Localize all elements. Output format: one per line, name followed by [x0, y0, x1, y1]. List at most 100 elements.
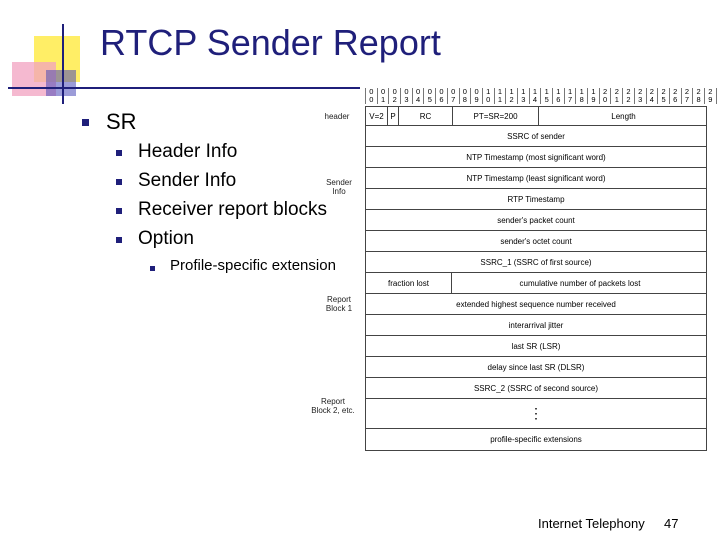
bit-tens: 2 [673, 87, 678, 96]
title-rule [98, 87, 360, 89]
packet-field-label: delay since last SR (DLSR) [487, 362, 585, 372]
packet-field-row: sender's packet count [365, 210, 707, 231]
packet-field-row: interarrival jitter [365, 315, 707, 336]
bit-tens: 1 [556, 87, 561, 96]
pt-cell: PT=SR=200 [453, 107, 539, 125]
bit-units: 4 [532, 95, 538, 104]
packet-field-row: NTP Timestamp (most significant word) [365, 147, 707, 168]
packet-field-label: last SR (LSR) [511, 341, 561, 351]
bit-units: 5 [661, 95, 666, 104]
bit-number: 30 [715, 88, 720, 104]
packet-field-row: delay since last SR (DLSR) [365, 357, 707, 378]
bit-units: 4 [416, 95, 421, 104]
packet-field-label: NTP Timestamp (most significant word) [466, 152, 606, 162]
bit-units: 8 [696, 95, 701, 104]
bullet-sub-profile: Profile-specific extension [170, 257, 336, 274]
bit-units: 5 [544, 95, 549, 104]
fraction-lost-cell: fraction lost [366, 273, 452, 293]
corner-vertical-line [62, 24, 64, 104]
bit-units: 8 [462, 95, 467, 104]
bullet-icon [116, 237, 122, 243]
bit-tens: 0 [474, 87, 479, 96]
bit-units: 2 [509, 95, 514, 104]
bit-units: 6 [556, 95, 561, 104]
version-cell: V=2 [366, 107, 388, 125]
bit-units: 9 [474, 95, 479, 104]
bit-tens: 2 [684, 87, 689, 96]
bit-tens: 2 [661, 87, 666, 96]
bit-units: 9 [591, 95, 596, 104]
corner-horizontal-line [8, 87, 98, 89]
page-number: 47 [664, 516, 679, 531]
bit-units: 5 [427, 95, 432, 104]
bit-tens: 2 [603, 87, 608, 96]
bit-tens: 1 [567, 87, 573, 96]
padding-cell: P [388, 107, 399, 125]
corner-blue-square [46, 70, 76, 96]
side-label-header: header [324, 112, 350, 121]
bit-units: 3 [638, 95, 643, 104]
bit-tens: 0 [392, 87, 397, 96]
packet-field-label: SSRC_1 (SSRC of first source) [480, 257, 592, 267]
bit-units: 1 [380, 95, 386, 104]
bit-tens: 0 [404, 87, 409, 96]
packet-field-label: RTP Timestamp [507, 194, 565, 204]
length-cell: Length [611, 111, 636, 121]
bit-tens: 0 [462, 87, 467, 96]
bit-tens: 2 [614, 87, 619, 96]
bit-tens: 1 [521, 87, 526, 96]
bit-units: 2 [626, 95, 631, 104]
header-row: V=2 P RC PT=SR=200 Length [365, 106, 707, 126]
profile-extension-text: profile-specific extensions [490, 435, 582, 444]
bullet-icon [116, 150, 122, 156]
bullet-icon [116, 208, 122, 214]
bullet-item-option: Option [138, 228, 194, 249]
bullet-item-header: Header Info [138, 141, 238, 162]
bit-tens: 1 [497, 87, 502, 96]
profile-extension-row: profile-specific extensions [365, 429, 707, 451]
bullet-item-sender: Sender Info [138, 170, 237, 191]
bit-units: 7 [451, 95, 456, 104]
bullet-main: SR [106, 109, 137, 134]
bit-tens: 0 [369, 87, 374, 96]
bit-tens: 1 [509, 87, 514, 96]
cumulative-lost-cell: cumulative number of packets lost [519, 278, 641, 288]
packet-field-row: SSRC of sender [365, 126, 707, 147]
footer-label: Internet Telephony [538, 516, 645, 531]
bit-tens: 1 [532, 87, 538, 96]
bit-units: 3 [521, 95, 526, 104]
slide-title: RTCP Sender Report [100, 22, 441, 63]
bit-tens: 1 [591, 87, 596, 96]
bit-tens: 0 [439, 87, 444, 96]
bit-units: 4 [649, 95, 654, 104]
bit-tens: 1 [544, 87, 549, 96]
bit-tens: 2 [696, 87, 701, 96]
